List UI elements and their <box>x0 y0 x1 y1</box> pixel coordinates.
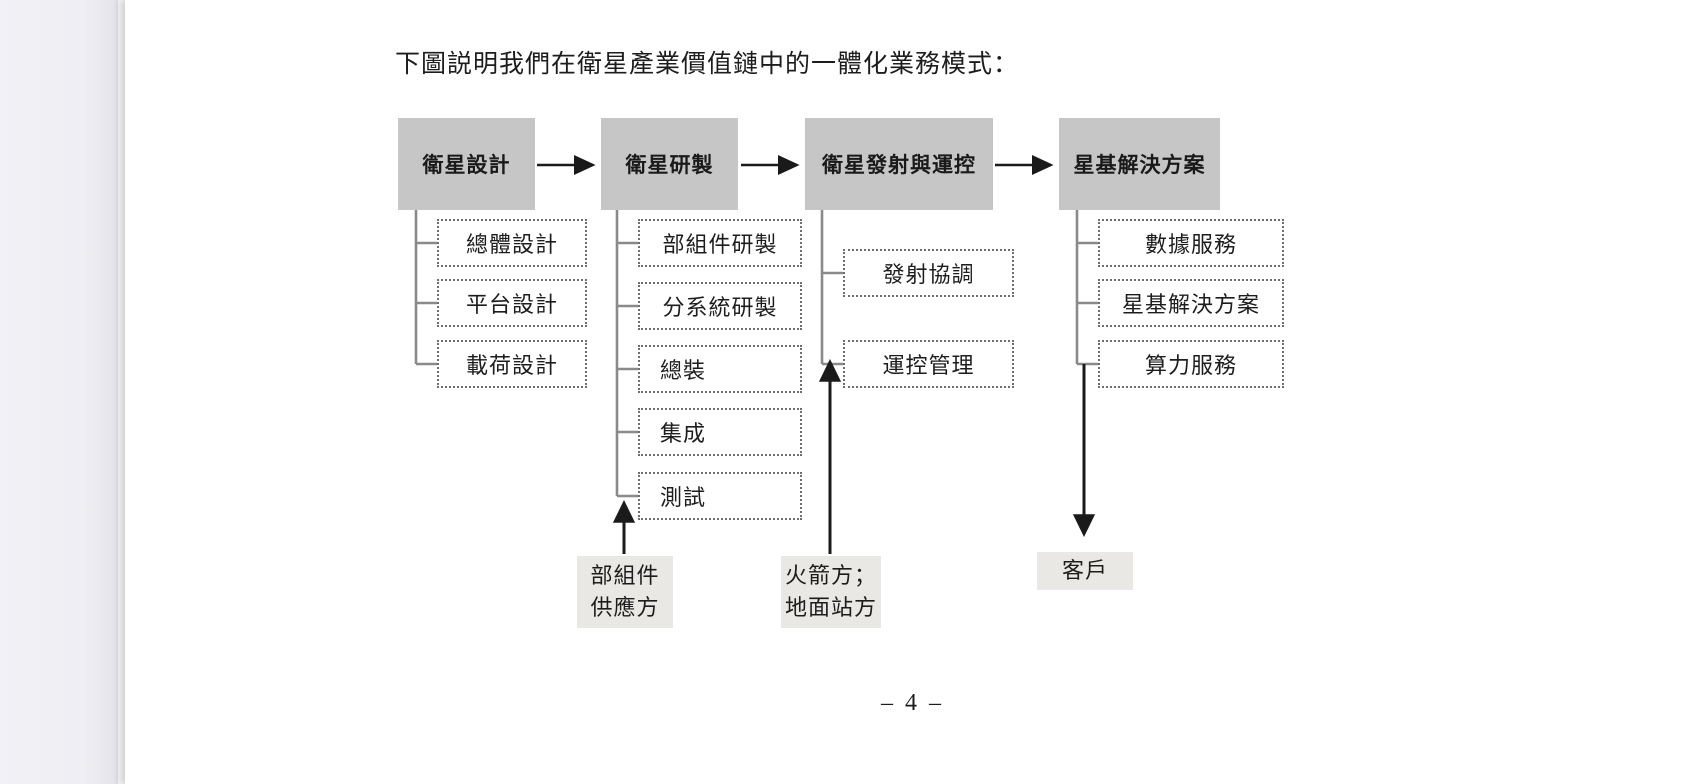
viewer-left-gutter <box>0 0 118 784</box>
sub-label-solution-1: 星基解決方案 <box>1121 292 1260 317</box>
stage-label-launch: 衛星發射與運控 <box>822 154 976 177</box>
sub-item-launch-0[interactable]: 發射協調 <box>843 249 1014 297</box>
sub-label-manufact-1: 分系統研製 <box>662 295 778 320</box>
partner-line-component-supplier-1: 供應方 <box>590 595 660 620</box>
tree-connector-launch <box>820 208 843 366</box>
sub-item-solution-0[interactable]: 數據服務 <box>1098 219 1284 267</box>
sub-item-launch-1[interactable]: 運控管理 <box>843 340 1014 388</box>
sub-label-design-2: 載荷設計 <box>465 353 558 378</box>
page-number-footer: – 4 – <box>881 690 944 716</box>
document-page: 下圖説明我們在衛星產業價值鏈中的一體化業務模式： <box>125 0 1700 784</box>
partner-box-component-supplier[interactable]: 部組件 供應方 <box>577 556 673 628</box>
stage-label-manufact: 衛星研製 <box>625 154 714 177</box>
sub-item-manufact-0[interactable]: 部組件研製 <box>638 219 802 267</box>
sub-item-manufact-3[interactable]: 集成 <box>638 408 802 456</box>
tree-connector-solution <box>1075 208 1098 366</box>
sub-label-manufact-4: 測試 <box>660 485 707 510</box>
value-chain-diagram: 衛星設計 衛星研製 衛星發射與運控 星基解決方案 總體設計 平台設計 載荷設計 <box>125 0 1700 784</box>
sub-label-launch-0: 發射協調 <box>882 262 975 287</box>
customer-box[interactable]: 客戶 <box>1037 552 1133 590</box>
sub-label-solution-2: 算力服務 <box>1144 353 1237 378</box>
tree-connector-manufact <box>615 208 638 498</box>
sub-item-design-0[interactable]: 總體設計 <box>437 219 587 267</box>
sub-item-manufact-1[interactable]: 分系統研製 <box>638 282 802 330</box>
intro-paragraph: 下圖説明我們在衛星產業價值鏈中的一體化業務模式： <box>395 51 1020 78</box>
partner-box-rocket-ground[interactable]: 火箭方； 地面站方 <box>781 556 881 628</box>
sub-item-manufact-4[interactable]: 測試 <box>638 472 802 520</box>
sub-item-solution-1[interactable]: 星基解決方案 <box>1098 279 1284 327</box>
sub-item-solution-2[interactable]: 算力服務 <box>1098 340 1284 388</box>
sub-label-manufact-2: 總裝 <box>660 358 707 383</box>
sub-label-solution-0: 數據服務 <box>1144 232 1237 257</box>
sub-label-design-0: 總體設計 <box>465 232 558 257</box>
sub-label-manufact-3: 集成 <box>660 421 707 446</box>
stage-label-design: 衛星設計 <box>422 154 511 177</box>
partner-line-component-supplier-0: 部組件 <box>590 563 660 589</box>
stage-box-manufact[interactable]: 衛星研製 <box>601 118 738 210</box>
customer-label: 客戶 <box>1061 558 1108 584</box>
sub-item-design-2[interactable]: 載荷設計 <box>437 340 587 388</box>
sub-item-design-1[interactable]: 平台設計 <box>437 279 587 327</box>
stage-box-solution[interactable]: 星基解決方案 <box>1059 118 1220 210</box>
stage-label-solution: 星基解決方案 <box>1073 154 1206 177</box>
sub-label-launch-1: 運控管理 <box>882 353 975 378</box>
partner-line-rocket-ground-1: 地面站方 <box>784 595 877 620</box>
sub-label-manufact-0: 部組件研製 <box>662 232 778 257</box>
connector-layer <box>414 154 1098 554</box>
partner-line-rocket-ground-0: 火箭方； <box>784 563 877 589</box>
sub-label-design-1: 平台設計 <box>465 292 558 317</box>
tree-connector-design <box>414 208 437 366</box>
stage-box-launch[interactable]: 衛星發射與運控 <box>805 118 993 210</box>
sub-item-manufact-2[interactable]: 總裝 <box>638 345 802 393</box>
stage-box-design[interactable]: 衛星設計 <box>398 118 535 210</box>
